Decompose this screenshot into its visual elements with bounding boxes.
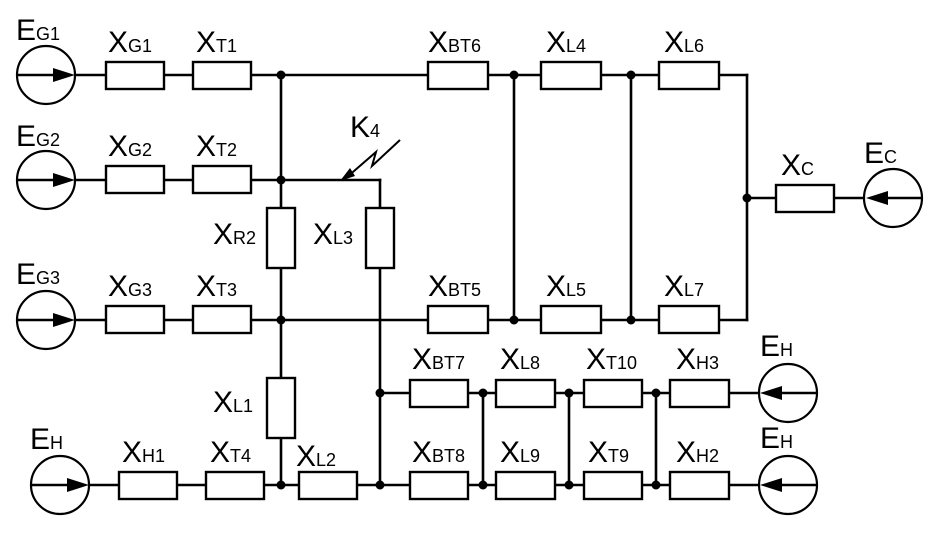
junction-dot: [651, 388, 661, 398]
label-xl5: XL5: [546, 270, 586, 303]
junction-dot: [509, 70, 519, 80]
resistor-xc: [774, 183, 836, 214]
resistor-xg2: [104, 164, 166, 195]
source-eg3-icon: [15, 289, 77, 351]
resistor-xl9: [494, 470, 557, 501]
label-xt2: XT2: [196, 130, 237, 163]
label-xt10: XT10: [586, 343, 637, 376]
resistor-xbt6: [426, 60, 490, 91]
label-xt4: XT4: [210, 436, 251, 469]
resistor-xt1: [191, 60, 253, 91]
resistor-xt2: [191, 164, 253, 195]
label-xh1: XH1: [122, 436, 165, 469]
junction-dot: [478, 388, 488, 398]
junction-dot: [478, 480, 488, 490]
label-eh-top: EH: [760, 330, 793, 363]
junction-dot: [564, 480, 574, 490]
resistor-xl3: [364, 206, 396, 270]
resistor-xt3: [191, 304, 253, 335]
label-xl8: XL8: [500, 343, 540, 376]
resistor-xl2: [297, 470, 359, 501]
source-eg2-icon: [15, 149, 77, 211]
source-eh-left-icon: [29, 454, 91, 516]
junction-dot: [375, 388, 385, 398]
junction-dot: [276, 480, 286, 490]
label-xg1: XG1: [108, 26, 152, 59]
label-ec: EC: [864, 137, 897, 170]
resistor-xl1: [265, 376, 297, 440]
resistor-xr2: [265, 206, 297, 270]
label-xt1: XT1: [196, 26, 237, 59]
fault-k4-lightning-icon: [340, 139, 401, 181]
junction-dot: [742, 193, 752, 203]
resistor-xl6: [657, 60, 721, 91]
label-xr2: XR2: [213, 218, 256, 251]
source-eh-top-icon: [757, 362, 819, 424]
junction-dots: [276, 70, 752, 490]
resistor-xh2: [668, 470, 731, 501]
source-eh-bottom-icon: [757, 454, 819, 516]
label-xh2: XH2: [676, 436, 719, 469]
resistor-xl5: [539, 304, 603, 335]
label-xbt8: XBT8: [412, 436, 465, 469]
label-xl9: XL9: [500, 436, 540, 469]
junction-dot: [626, 70, 636, 80]
junction-dot: [509, 315, 519, 325]
label-xl3: XL3: [313, 218, 353, 251]
label-xbt7: XBT7: [412, 343, 465, 376]
resistor-xbt7: [408, 378, 470, 409]
label-xc: XC: [781, 149, 814, 182]
label-eg1: EG1: [16, 14, 60, 47]
source-eg1-icon: [15, 44, 77, 106]
resistor-xl8: [494, 378, 557, 409]
label-eg2: EG2: [16, 120, 60, 153]
junction-dot: [564, 388, 574, 398]
resistor-xl7: [657, 304, 721, 335]
label-xh3: XH3: [676, 343, 719, 376]
label-xl2: XL2: [296, 440, 336, 473]
resistor-xh1: [117, 470, 179, 501]
junction-dot: [276, 315, 286, 325]
label-eh-left: EH: [30, 423, 63, 456]
resistor-xbt5: [426, 304, 490, 335]
label-xg3: XG3: [108, 270, 152, 303]
label-xt3: XT3: [196, 270, 237, 303]
junction-dot: [276, 70, 286, 80]
resistor-xbt8: [408, 470, 470, 501]
label-xg2: XG2: [108, 130, 152, 163]
junction-dot: [276, 175, 286, 185]
resistors: [104, 60, 836, 501]
label-xbt6: XBT6: [428, 26, 481, 59]
junction-dot: [651, 480, 661, 490]
label-xbt5: XBT5: [428, 270, 481, 303]
source-ec-icon: [862, 167, 924, 229]
label-eg3: EG3: [16, 258, 60, 291]
voltage-sources: [15, 44, 924, 516]
resistor-xl4: [539, 60, 603, 91]
resistor-xg3: [104, 304, 166, 335]
label-xl6: XL6: [664, 26, 704, 59]
resistor-xt10: [582, 378, 644, 409]
resistor-xt4: [204, 470, 266, 501]
label-xt9: XT9: [588, 436, 629, 469]
label-xl1: XL1: [213, 386, 253, 419]
label-eh-bottom: EH: [760, 422, 793, 455]
junction-dot: [375, 480, 385, 490]
junction-dot: [626, 315, 636, 325]
resistor-xt9: [582, 470, 644, 501]
resistor-xh3: [668, 378, 731, 409]
labels: EG1 EG2 EG3 EC EH EH EH K4 XG1 XT1 XBT6 …: [16, 14, 897, 473]
resistor-xg1: [104, 60, 166, 91]
label-xl7: XL7: [664, 270, 704, 303]
label-k4: K4: [350, 111, 380, 144]
label-xl4: XL4: [546, 26, 586, 59]
